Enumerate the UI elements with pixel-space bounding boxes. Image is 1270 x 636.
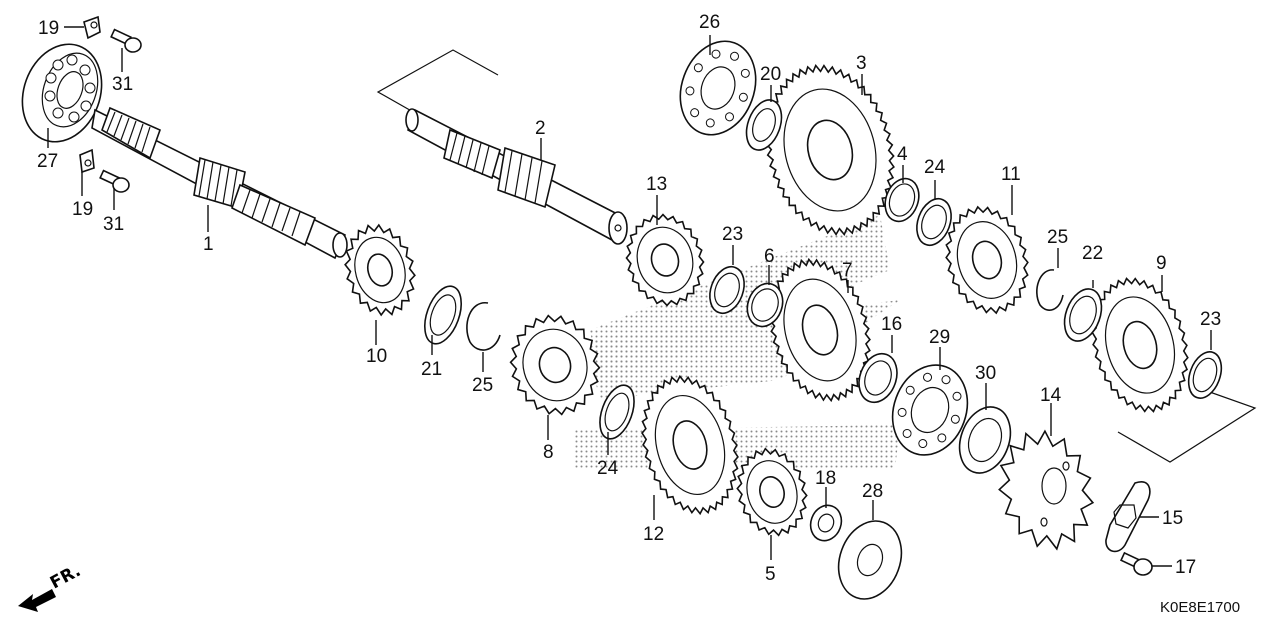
callout-24[interactable]: 24 bbox=[924, 157, 946, 178]
callout-10[interactable]: 10 bbox=[366, 346, 387, 367]
bolt-31-bottom bbox=[99, 169, 130, 193]
gear-12 bbox=[641, 374, 739, 516]
front-direction-arrow-icon bbox=[18, 589, 56, 612]
callout-13[interactable]: 13 bbox=[646, 174, 667, 195]
needle-bushing-6 bbox=[746, 282, 784, 328]
mainshaft-1 bbox=[91, 106, 348, 260]
gear-9 bbox=[1091, 277, 1189, 413]
callout-7[interactable]: 7 bbox=[842, 260, 853, 281]
oil-seal-30 bbox=[958, 406, 1012, 474]
washer-21 bbox=[423, 285, 463, 345]
countershaft-2 bbox=[405, 108, 628, 245]
callout-14[interactable]: 14 bbox=[1040, 385, 1062, 406]
washer-16 bbox=[858, 352, 898, 404]
gear-8 bbox=[509, 314, 601, 416]
callout-25[interactable]: 25 bbox=[472, 375, 493, 396]
rings-layer bbox=[423, 40, 1223, 600]
washer-22 bbox=[1063, 288, 1103, 342]
drive-sprocket-14 bbox=[998, 429, 1095, 551]
diagram-code: K0E8E1700 bbox=[1160, 599, 1240, 616]
bolt-31-top bbox=[110, 28, 142, 53]
callout-17[interactable]: 17 bbox=[1175, 557, 1196, 578]
leader-lines bbox=[47, 26, 1212, 567]
callout-31[interactable]: 31 bbox=[112, 74, 133, 95]
washer-18 bbox=[809, 504, 843, 542]
callout-12[interactable]: 12 bbox=[643, 524, 664, 545]
gear-3 bbox=[765, 63, 895, 237]
bearing-set-plate-19-top bbox=[83, 15, 101, 40]
washer-23 bbox=[709, 265, 745, 315]
bracket-line-right bbox=[1117, 384, 1257, 463]
bearing-28 bbox=[837, 520, 903, 600]
callout-16[interactable]: 16 bbox=[881, 314, 902, 335]
gears-layer bbox=[344, 63, 1189, 537]
callout-25[interactable]: 25 bbox=[1047, 227, 1068, 248]
washer-20 bbox=[745, 99, 783, 151]
callout-20[interactable]: 20 bbox=[760, 64, 781, 85]
callout-27[interactable]: 27 bbox=[37, 151, 58, 172]
callout-19[interactable]: 19 bbox=[38, 18, 59, 39]
callout-19[interactable]: 19 bbox=[72, 199, 93, 220]
callout-23[interactable]: 23 bbox=[1200, 309, 1221, 330]
callout-9[interactable]: 9 bbox=[1156, 253, 1167, 274]
washer-23 bbox=[1187, 351, 1223, 399]
gear-5 bbox=[736, 447, 808, 537]
callout-4[interactable]: 4 bbox=[897, 144, 908, 165]
callout-22[interactable]: 22 bbox=[1082, 243, 1103, 264]
callout-3[interactable]: 3 bbox=[856, 53, 867, 74]
washer-24 bbox=[599, 384, 635, 440]
callout-24[interactable]: 24 bbox=[597, 458, 619, 479]
ball-bearing-29 bbox=[891, 364, 969, 456]
washer-24 bbox=[916, 197, 952, 247]
callout-labels: 19 31 27 19 31 1 2 26 20 3 4 24 11 13 23… bbox=[37, 12, 1221, 585]
needle-bushing-4 bbox=[884, 177, 920, 223]
ball-bearing-26 bbox=[679, 40, 757, 136]
callout-6[interactable]: 6 bbox=[764, 246, 775, 267]
callout-21[interactable]: 21 bbox=[421, 359, 442, 380]
callout-5[interactable]: 5 bbox=[765, 564, 776, 585]
callout-15[interactable]: 15 bbox=[1162, 508, 1183, 529]
bearing-set-plate-19-bottom bbox=[79, 148, 95, 174]
callout-2[interactable]: 2 bbox=[535, 118, 546, 139]
bolt-17 bbox=[1119, 551, 1153, 576]
callout-31[interactable]: 31 bbox=[103, 214, 124, 235]
callout-8[interactable]: 8 bbox=[543, 442, 554, 463]
callout-1[interactable]: 1 bbox=[203, 234, 214, 255]
gear-11 bbox=[945, 205, 1029, 315]
ball-bearing-27 bbox=[21, 43, 103, 143]
front-label: FR. bbox=[47, 561, 84, 593]
callout-29[interactable]: 29 bbox=[929, 327, 950, 348]
callout-26[interactable]: 26 bbox=[699, 12, 720, 33]
bracket-line-countershaft bbox=[376, 49, 499, 114]
sprocket-fixing-plate-15 bbox=[1105, 481, 1151, 553]
gear-10 bbox=[344, 223, 416, 317]
callout-18[interactable]: 18 bbox=[815, 468, 836, 489]
gear-13 bbox=[625, 213, 705, 307]
front-direction-indicator: FR. bbox=[18, 561, 84, 612]
gear-7 bbox=[769, 257, 871, 403]
callout-23[interactable]: 23 bbox=[722, 224, 743, 245]
circlip-25-left bbox=[466, 302, 501, 351]
callout-11[interactable]: 11 bbox=[1001, 164, 1021, 185]
circlip-25-right bbox=[1036, 269, 1064, 311]
callout-28[interactable]: 28 bbox=[862, 481, 883, 502]
callout-30[interactable]: 30 bbox=[975, 363, 996, 384]
